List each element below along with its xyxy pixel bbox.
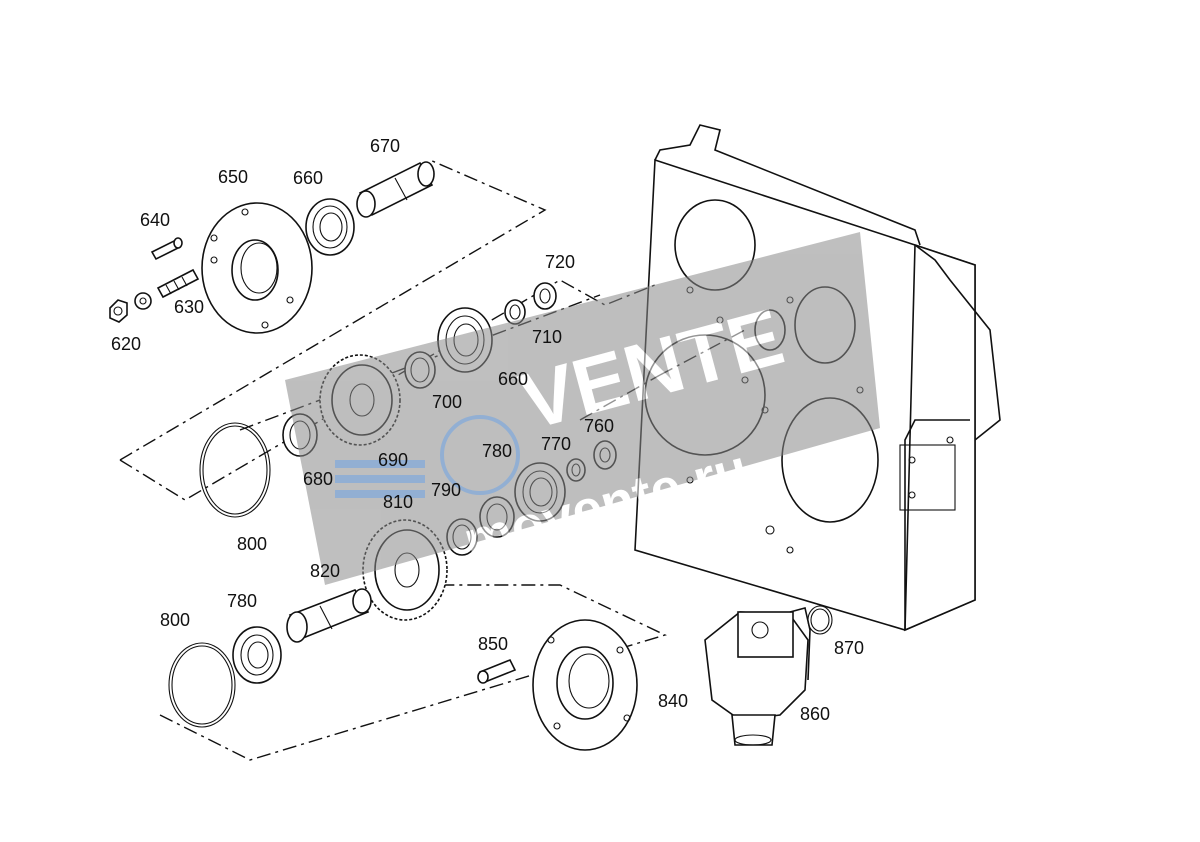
label-870: 870: [834, 638, 864, 658]
label-850: 850: [478, 634, 508, 654]
label-630: 630: [174, 297, 204, 317]
screw-640: [150, 237, 183, 261]
bearing-660-upper: [305, 198, 355, 256]
label-670: 670: [370, 136, 400, 156]
watermark: VENTE movente.ru: [285, 232, 880, 585]
stud-630: [156, 268, 200, 299]
label-770: 770: [541, 434, 571, 454]
gear-720: [533, 282, 557, 310]
screw-850: [477, 658, 517, 684]
label-760: 760: [584, 416, 614, 436]
cover-840: [532, 619, 638, 751]
label-820: 820: [310, 561, 340, 581]
shaft-820: [286, 588, 372, 643]
label-840: 840: [658, 691, 688, 711]
label-680: 680: [303, 469, 333, 489]
label-710: 710: [532, 327, 562, 347]
washer: [134, 292, 152, 310]
label-660-upper: 660: [293, 168, 323, 188]
label-860: 860: [800, 704, 830, 724]
cover-650: [201, 202, 313, 334]
part-labels: 620 630 640 650 660 670 720 710 660 700 …: [111, 136, 864, 724]
o-ring-800-lower: [168, 642, 236, 728]
label-780-lower: 780: [227, 591, 257, 611]
label-810: 810: [383, 492, 413, 512]
label-660-lower: 660: [498, 369, 528, 389]
label-720: 720: [545, 252, 575, 272]
o-ring-870: [807, 605, 833, 635]
bearing-780-lower: [232, 626, 282, 684]
label-790: 790: [431, 480, 461, 500]
o-ring-800-upper: [199, 422, 271, 518]
label-800-upper: 800: [237, 534, 267, 554]
label-700: 700: [432, 392, 462, 412]
pump-860: [704, 607, 811, 746]
label-640: 640: [140, 210, 170, 230]
label-650: 650: [218, 167, 248, 187]
shaft-670: [356, 161, 435, 218]
label-800-lower: 800: [160, 610, 190, 630]
nut-620: [109, 299, 128, 323]
label-690: 690: [378, 450, 408, 470]
label-620: 620: [111, 334, 141, 354]
label-780-upper: 780: [482, 441, 512, 461]
